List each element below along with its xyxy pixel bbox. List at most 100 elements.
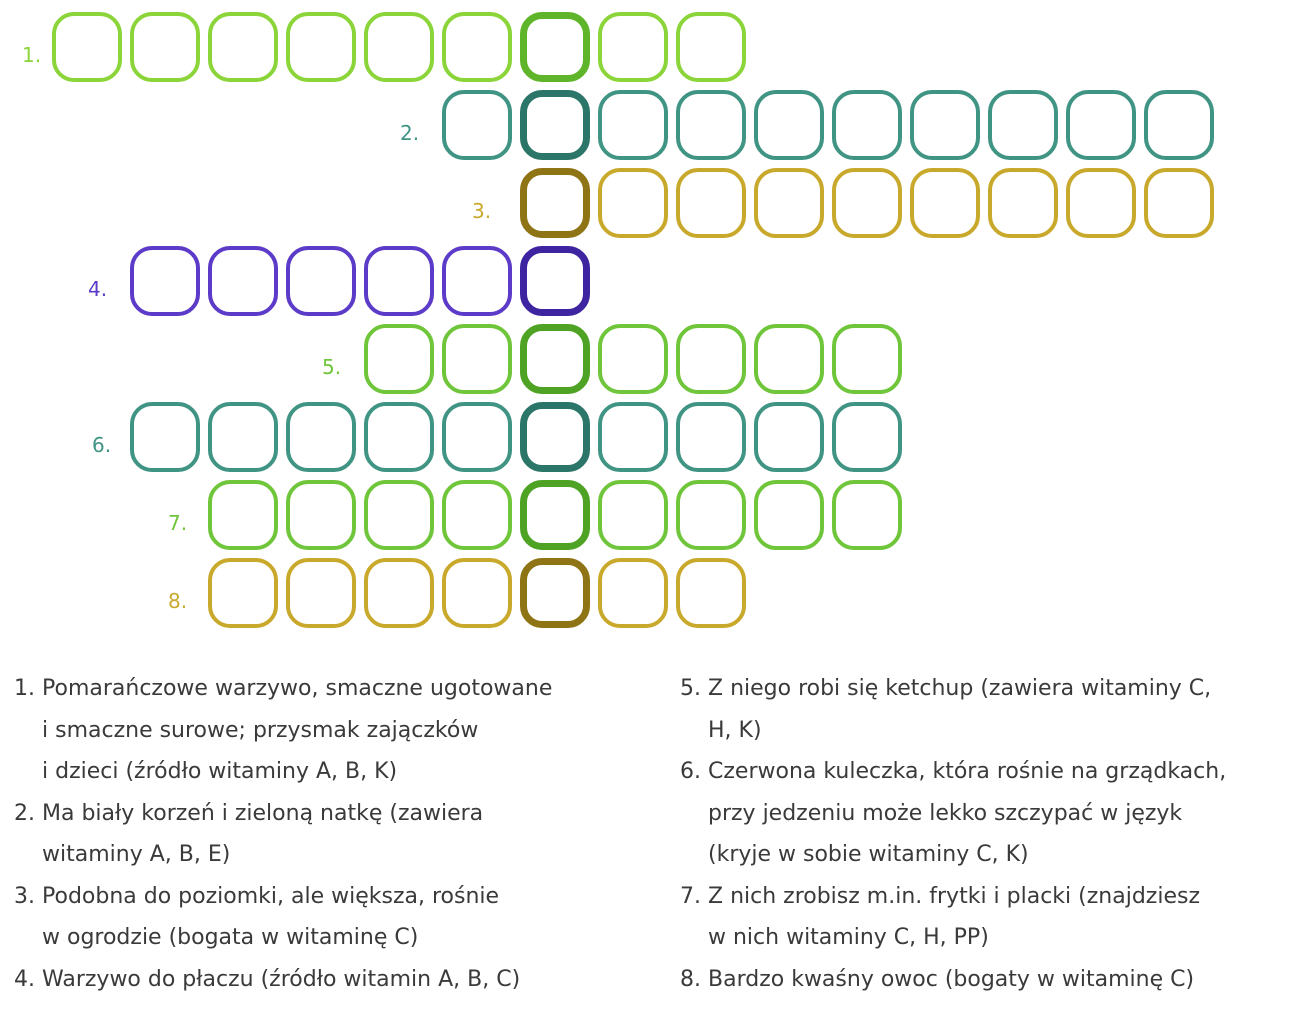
crossword-cell[interactable] [364, 12, 434, 82]
crossword-cell[interactable] [754, 402, 824, 472]
crossword-cell[interactable] [286, 480, 356, 550]
crossword-cell[interactable] [208, 246, 278, 316]
crossword-cell[interactable] [130, 246, 200, 316]
crossword-cell[interactable] [286, 402, 356, 472]
clue-8: 8. Bardzo kwaśny owoc (bogaty w witaminę … [680, 959, 1295, 1001]
crossword-cell[interactable] [364, 558, 434, 628]
clue-number: 5. [680, 676, 701, 701]
crossword-cell[interactable] [208, 558, 278, 628]
crossword-cell[interactable] [1066, 90, 1136, 160]
crossword-cell[interactable] [832, 168, 902, 238]
clue-number: 6. [680, 759, 701, 784]
crossword-cell[interactable] [442, 324, 512, 394]
crossword-key-cell[interactable] [520, 402, 590, 472]
crossword-cell[interactable] [832, 90, 902, 160]
crossword-cell[interactable] [364, 480, 434, 550]
crossword-key-cell[interactable] [520, 12, 590, 82]
crossword-cell[interactable] [988, 90, 1058, 160]
clue-number: 4. [14, 966, 35, 992]
clue-line: (kryje w sobie witaminy C, K) [708, 842, 1029, 867]
row-number-3: 3. [472, 199, 492, 223]
clue-line: w ogrodzie (bogata w witaminę C) [42, 925, 419, 950]
crossword-cell[interactable] [208, 402, 278, 472]
clue-3: 3. Podobna do poziomki, ale większa, rośn… [14, 876, 654, 959]
crossword-cell[interactable] [832, 402, 902, 472]
crossword-cell[interactable] [598, 402, 668, 472]
crossword-cell[interactable] [130, 12, 200, 82]
crossword-cell[interactable] [676, 558, 746, 628]
crossword-cell[interactable] [910, 90, 980, 160]
crossword-cell[interactable] [676, 12, 746, 82]
clues-right-column: 5. Z niego robi się ketchup (zawiera wita… [680, 668, 1295, 1000]
clue-5: 5. Z niego robi się ketchup (zawiera wita… [680, 668, 1295, 751]
clue-line: Podobna do poziomki, ale większa, rośnie [42, 883, 500, 909]
crossword-cell[interactable] [442, 558, 512, 628]
crossword-cell[interactable] [676, 90, 746, 160]
crossword-cell[interactable] [286, 558, 356, 628]
crossword-key-cell[interactable] [520, 168, 590, 238]
clue-4: 4.Warzywo do płaczu (źródło witamin A, B… [14, 959, 654, 1001]
crossword-cell[interactable] [910, 168, 980, 238]
crossword-cell[interactable] [598, 90, 668, 160]
clue-line: i dzieci (źródło witaminy A, B, K) [42, 759, 398, 784]
crossword-cell[interactable] [754, 324, 824, 394]
clue-number: 8. [680, 966, 701, 992]
clue-line: Z nich zrobisz m.in. frytki i placki (zn… [708, 883, 1200, 909]
crossword-cell[interactable] [442, 402, 512, 472]
crossword-cell[interactable] [208, 12, 278, 82]
clue-number: 3. [14, 883, 35, 909]
clue-line: Bardzo kwaśny owoc (bogaty w witaminę C) [708, 966, 1195, 992]
crossword-cell[interactable] [1144, 168, 1214, 238]
crossword-cell[interactable] [130, 402, 200, 472]
clue-1: 1.Pomarańczowe warzywo, smaczne ugotowan… [14, 668, 654, 793]
crossword-cell[interactable] [676, 480, 746, 550]
crossword-key-cell[interactable] [520, 480, 590, 550]
crossword-cell[interactable] [1144, 90, 1214, 160]
crossword-cell[interactable] [988, 168, 1058, 238]
crossword-cell[interactable] [286, 246, 356, 316]
crossword-cell[interactable] [832, 324, 902, 394]
crossword-cell[interactable] [598, 168, 668, 238]
crossword-cell[interactable] [442, 12, 512, 82]
crossword-cell[interactable] [598, 558, 668, 628]
clue-line: H, K) [708, 717, 762, 743]
clue-6: 6.Czerwona kuleczka, która rośnie na grz… [680, 751, 1295, 876]
crossword-cell[interactable] [442, 246, 512, 316]
crossword-cell[interactable] [598, 324, 668, 394]
crossword-key-cell[interactable] [520, 90, 590, 160]
row-number-4: 4. [88, 277, 108, 301]
crossword-cell[interactable] [364, 246, 434, 316]
clue-text: Podobna do poziomki, ale większa, rośnie… [42, 876, 654, 959]
clue-line: Z niego robi się ketchup (zawiera witami… [708, 676, 1212, 701]
clue-line: i smaczne surowe; przysmak zajączków [42, 717, 479, 743]
crossword-cell[interactable] [676, 402, 746, 472]
crossword-key-cell[interactable] [520, 246, 590, 316]
crossword-cell[interactable] [832, 480, 902, 550]
crossword-cell[interactable] [754, 168, 824, 238]
crossword-cell[interactable] [442, 90, 512, 160]
crossword-cell[interactable] [1066, 168, 1136, 238]
row-number-5: 5. [322, 355, 342, 379]
clue-line: przy jedzeniu może lekko szczypać w języ… [708, 800, 1183, 826]
crossword-key-cell[interactable] [520, 324, 590, 394]
crossword-cell[interactable] [754, 480, 824, 550]
crossword-cell[interactable] [364, 402, 434, 472]
crossword-cell[interactable] [676, 324, 746, 394]
crossword-cell[interactable] [754, 90, 824, 160]
crossword-grid: 1.2.3.4.5.6.7.8. [22, 12, 1214, 628]
crossword-cell[interactable] [442, 480, 512, 550]
row-number-8: 8. [168, 589, 188, 613]
crossword-cell[interactable] [364, 324, 434, 394]
row-number-1: 1. [22, 43, 42, 67]
clues-section: 1.Pomarańczowe warzywo, smaczne ugotowan… [0, 668, 1300, 1008]
crossword-cell[interactable] [286, 12, 356, 82]
crossword-cell[interactable] [598, 480, 668, 550]
crossword-cell[interactable] [676, 168, 746, 238]
crossword-key-cell[interactable] [520, 558, 590, 628]
crossword-cell[interactable] [208, 480, 278, 550]
clue-text: Z niego robi się ketchup (zawiera witami… [708, 668, 1295, 751]
row-number-6: 6. [92, 433, 112, 457]
crossword-cell[interactable] [52, 12, 122, 82]
crossword-cell[interactable] [598, 12, 668, 82]
